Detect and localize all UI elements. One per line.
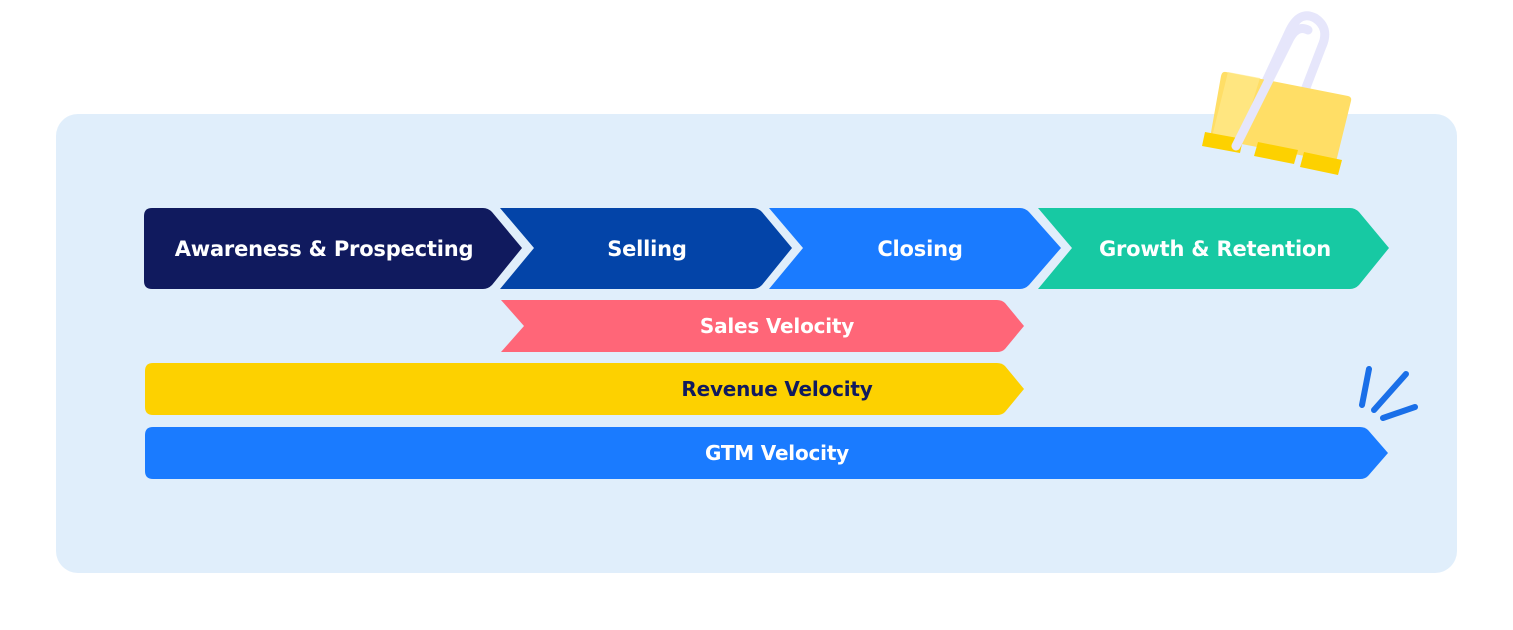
stage-awareness-prospecting xyxy=(144,208,522,289)
sales-velocity-label: Sales Velocity xyxy=(699,314,855,338)
stage-awareness-prospecting-label: Awareness & Prospecting xyxy=(174,236,474,261)
stage-selling-label: Selling xyxy=(607,236,687,261)
stage-growth-retention xyxy=(1038,208,1389,289)
sparkle-lines-icon xyxy=(1359,366,1418,421)
stage-growth-retention-label: Growth & Retention xyxy=(1098,236,1331,261)
stage-closing-label: Closing xyxy=(877,236,963,261)
stage-closing xyxy=(769,208,1061,289)
binder-clip-icon xyxy=(1202,11,1352,175)
gtm-velocity-label: GTM Velocity xyxy=(704,441,850,465)
revenue-velocity-bar xyxy=(145,363,1024,415)
revenue-velocity-label: Revenue Velocity xyxy=(681,377,873,401)
stage-selling xyxy=(500,208,792,289)
gtm-velocity-bar xyxy=(145,427,1388,479)
sales-velocity-bar xyxy=(501,300,1024,352)
